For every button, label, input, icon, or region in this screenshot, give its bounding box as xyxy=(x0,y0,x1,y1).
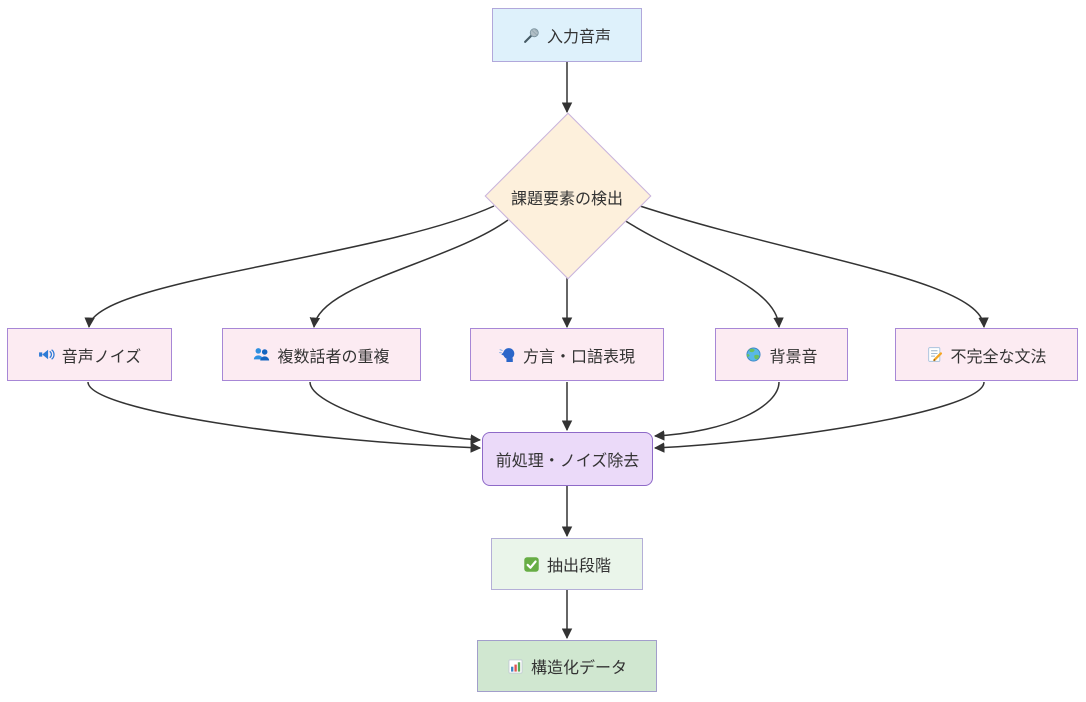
node-preprocess: 前処理・ノイズ除去 xyxy=(482,432,653,486)
node-preprocess-label: 前処理・ノイズ除去 xyxy=(495,451,640,470)
node-extract: 抽出段階 xyxy=(491,538,643,590)
memo-icon xyxy=(928,347,943,362)
bar-chart-icon xyxy=(508,658,523,674)
edge-detect-grammar xyxy=(639,205,989,329)
node-structured-label: 構造化データ xyxy=(530,658,627,677)
microphone-icon xyxy=(524,27,539,43)
node-background-label: 背景音 xyxy=(769,346,818,366)
node-dialect-label: 方言・口語表現 xyxy=(522,346,635,366)
node-background: 背景音 xyxy=(715,328,848,381)
node-overlap: 複数話者の重複 xyxy=(222,328,421,381)
edge-detect-overlap xyxy=(309,219,509,329)
node-structured: 構造化データ xyxy=(477,640,657,692)
node-overlap-label: 複数話者の重複 xyxy=(277,346,390,366)
edge-noise-preprocess xyxy=(87,381,482,453)
node-input: 入力音声 xyxy=(492,8,642,62)
node-input-label: 入力音声 xyxy=(546,27,611,46)
edge-grammar-preprocess xyxy=(653,381,985,453)
node-grammar: 不完全な文法 xyxy=(895,328,1078,381)
edge-detect-noise xyxy=(84,205,495,329)
people-icon xyxy=(254,348,270,361)
node-dialect: 方言・口語表現 xyxy=(470,328,664,381)
speaking-head-icon xyxy=(499,348,515,362)
speaker-icon xyxy=(38,349,55,360)
edge-overlap-preprocess xyxy=(309,381,482,445)
globe-icon xyxy=(746,347,761,362)
edge-detect-background xyxy=(623,219,784,329)
node-extract-label: 抽出段階 xyxy=(546,556,611,575)
node-grammar-label: 不完全な文法 xyxy=(950,346,1047,366)
check-icon xyxy=(524,556,539,572)
node-detect-label: 課題要素の検出 xyxy=(510,189,623,208)
edge-background-preprocess xyxy=(653,381,780,441)
node-noise-label: 音声ノイズ xyxy=(61,346,142,366)
node-noise: 音声ノイズ xyxy=(7,328,172,381)
